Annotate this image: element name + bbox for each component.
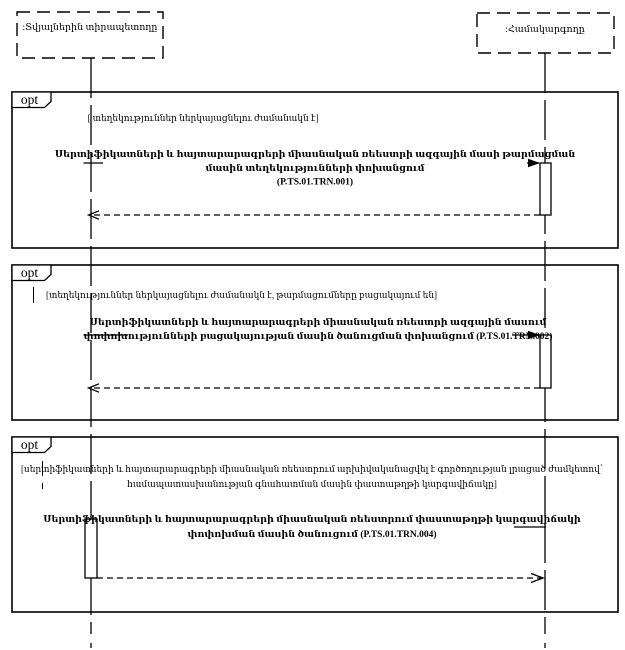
activation-bar-data-owner	[84, 518, 98, 579]
message-1-text-line-2: մասին տեղեկությունների փոխանցում	[206, 164, 425, 174]
activation-bar-coordinator-2	[539, 334, 552, 389]
message-3-text-line-1: Սերտիֆիկատների և հայտարարագրերի միասնակա…	[43, 515, 581, 525]
message-2-text-line-2: փոփոխությունների բացակայության մասին ծան…	[84, 331, 553, 342]
fragment-3-guard-line-2: համապատասխանության գնահատման մասին փաստա…	[127, 479, 497, 489]
fragment-2-frame	[11, 264, 619, 421]
fragment-2-operator-label: opt	[21, 265, 39, 280]
message-1-arrowhead-icon	[528, 158, 540, 168]
opt-fragment-1: opt [ տեղեկություններ ներկայացնելու ժամա…	[11, 91, 619, 249]
fragment-1-operator-label: opt	[21, 92, 39, 107]
opt-fragment-2: opt [տեղեկություններ ներկայացնելու ժաման…	[11, 264, 619, 421]
actor-label-coordinator: :Համակարգողը	[505, 25, 585, 35]
fragment-3-operator-label: opt	[21, 437, 39, 452]
message-3-text-line-2: փոփոխման մասին ծանուցում (P.TS.01.TRN.00…	[187, 529, 436, 540]
actor-heads: :Տվյալներին տիրապետողը :Համակարգողը	[16, 11, 615, 59]
fragment-1-frame	[11, 91, 619, 249]
message-1-label-background	[103, 147, 527, 188]
return-1-arrowhead-icon	[86, 210, 100, 220]
actor-label-data-owner: :Տվյալներին տիրապետողը	[23, 23, 158, 33]
message-1-text-line-3: (P.TS.01.TRN.001)	[277, 177, 353, 188]
activation-bar-coordinator-1	[539, 162, 552, 216]
return-2-arrowhead-icon	[86, 383, 100, 393]
message-2-arrowhead-icon	[528, 330, 540, 340]
message-2-label-background	[128, 315, 512, 345]
message-2-text-line-1: Սերտիֆիկատների և հայտարարագրերի միասնակա…	[90, 318, 547, 328]
actor-box-coordinator	[476, 12, 615, 54]
message-1-text-line-1: Սերտիֆիկատների և հայտարարագրերի միասնակա…	[55, 150, 576, 160]
opt-fragment-3: opt [սերտիֆիկատների և հայտարարագրերի միա…	[11, 436, 619, 613]
fragment-3-guard-line-1: [սերտիֆիկատների և հայտարարագրերի միասնակ…	[21, 464, 603, 474]
fragment-3-frame	[11, 436, 619, 613]
message-3-arrowhead-icon	[530, 572, 545, 584]
fragment-2-operator-tab	[11, 264, 52, 282]
fragment-1-operator-tab	[11, 91, 52, 109]
fragment-3-operator-tab	[11, 436, 52, 454]
message-3-label-background	[100, 511, 524, 544]
fragment-1-guard: [ տեղեկություններ ներկայացնելու ժամանակն…	[87, 113, 318, 123]
actor-box-data-owner	[16, 11, 164, 59]
fragment-2-guard: [տեղեկություններ ներկայացնելու ժամանակն …	[46, 290, 437, 300]
